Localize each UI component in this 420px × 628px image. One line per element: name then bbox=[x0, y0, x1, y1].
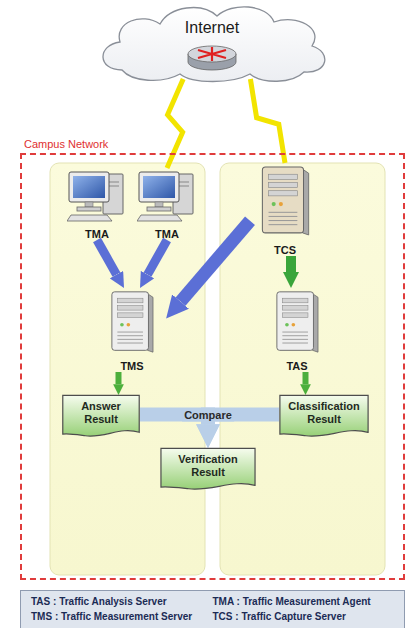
result-label: Answer Result bbox=[68, 400, 134, 426]
legend-entry: TMA : Traffic Measurement Agent bbox=[213, 595, 395, 610]
server-icon bbox=[262, 167, 308, 235]
flow-arrow bbox=[148, 240, 167, 275]
result-document: Verification Result bbox=[160, 448, 256, 491]
node-label: TAS bbox=[286, 360, 307, 372]
result-label: Classification Result bbox=[285, 400, 363, 426]
network-region: Campus NetworkTMATMATCSTMSTASAnswer Resu… bbox=[20, 153, 405, 580]
server-node: TAS bbox=[262, 288, 332, 372]
node-label: TCS bbox=[274, 244, 296, 256]
legend-entry: TMS : Traffic Measurement Server bbox=[31, 610, 213, 625]
agent-node: TMA bbox=[62, 168, 132, 240]
legend-box: TAS : Traffic Analysis ServerTMA : Traff… bbox=[20, 590, 405, 628]
node-label: TMA bbox=[85, 228, 109, 240]
flow-arrow bbox=[97, 240, 116, 275]
cloud-outline bbox=[92, 0, 332, 84]
result-label: Verification Result bbox=[166, 453, 250, 479]
document-outline bbox=[63, 395, 139, 436]
result-document: Answer Result bbox=[62, 395, 140, 438]
edge-label: Compare bbox=[182, 408, 234, 421]
legend-entry: TAS : Traffic Analysis Server bbox=[31, 595, 213, 610]
legend-entry: TCS : Traffic Capture Server bbox=[213, 610, 395, 625]
cloud-label: Internet bbox=[92, 19, 332, 37]
server-icon bbox=[112, 292, 153, 352]
server-icon bbox=[277, 292, 318, 352]
flow-arrow bbox=[303, 372, 309, 384]
region-label: Campus Network bbox=[24, 138, 405, 150]
zone-panel bbox=[50, 163, 205, 575]
flow-arrow bbox=[181, 221, 250, 302]
cloud-outline bbox=[103, 7, 325, 82]
server-node: TCS bbox=[250, 163, 320, 256]
server-node: TMS bbox=[97, 288, 167, 372]
wireless-link bbox=[250, 79, 285, 163]
computer-icon bbox=[137, 172, 193, 221]
flow-arrow bbox=[286, 256, 296, 272]
flow-arrow bbox=[116, 372, 122, 384]
result-document: Classification Result bbox=[279, 395, 369, 438]
agent-node: TMA bbox=[132, 168, 202, 240]
node-label: TMS bbox=[120, 360, 143, 372]
computer-icon bbox=[67, 172, 123, 221]
node-label: TMA bbox=[155, 228, 179, 240]
document-outline bbox=[280, 395, 368, 436]
cloud-node: Internet bbox=[92, 0, 332, 84]
document-outline bbox=[161, 448, 255, 489]
router-icon bbox=[188, 46, 236, 70]
